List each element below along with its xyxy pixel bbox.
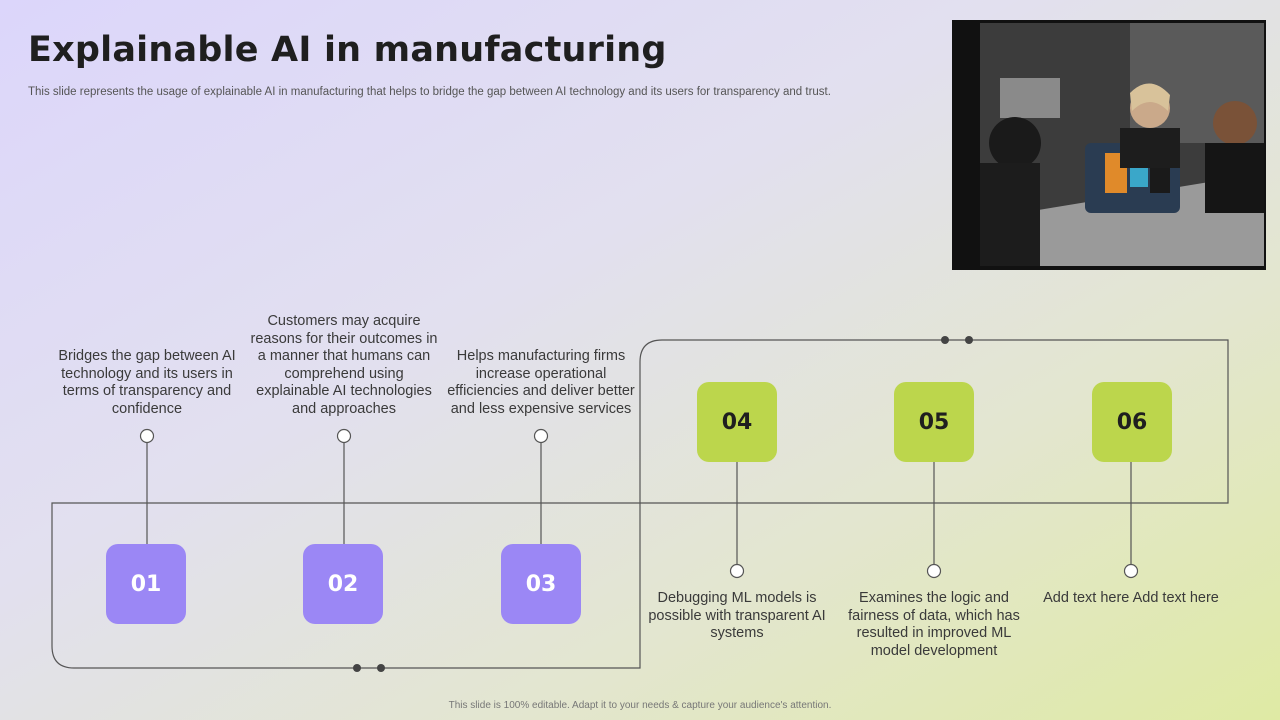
slide-title: Explainable AI in manufacturing	[28, 30, 667, 70]
step-01-text: Bridges the gap between AI technology an…	[58, 348, 236, 417]
step-03-badge: 03	[501, 544, 581, 624]
slide-subtitle: This slide represents the usage of expla…	[28, 86, 831, 98]
step-02-text: Customers may acquire reasons for their …	[250, 313, 438, 417]
step-05-text: Examines the logic and fairness of data,…	[848, 590, 1020, 659]
step-01-badge: 01	[106, 544, 186, 624]
step-05-badge: 05	[894, 382, 974, 462]
step-06-text: Add text here Add text here	[1043, 590, 1219, 606]
step-03-text: Helps manufacturing firms increase opera…	[447, 348, 635, 417]
step-06-badge: 06	[1092, 382, 1172, 462]
step-04-text: Debugging ML models is possible with tra…	[648, 590, 826, 641]
step-04-badge: 04	[697, 382, 777, 462]
workshop-photo	[980, 23, 1264, 266]
step-02-badge: 02	[303, 544, 383, 624]
slide-footer: This slide is 100% editable. Adapt it to…	[448, 700, 832, 711]
